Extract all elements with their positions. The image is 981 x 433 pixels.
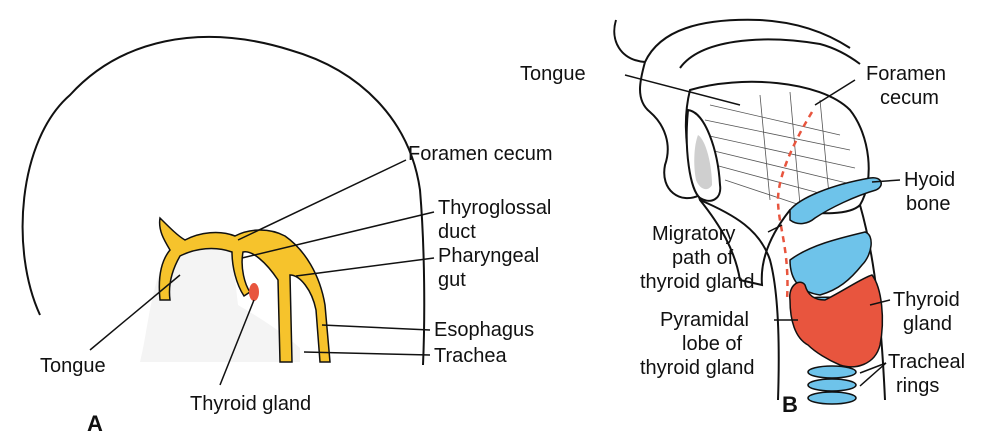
label-migratory-line2: path of	[672, 247, 734, 269]
label-migratory-line1: Migratory	[652, 223, 735, 245]
panel-b: Tongue Foramen cecum Hyoid bone Migrator…	[520, 20, 965, 417]
label-thyroglossal-line2: duct	[438, 221, 476, 243]
label-pharyngeal-line1: Pharyngeal	[438, 245, 539, 267]
leader-tracheal-2	[860, 363, 886, 386]
label-hyoid-line2: bone	[906, 193, 951, 215]
label-pyramidal-line1: Pyramidal	[660, 309, 749, 331]
label-esophagus: Esophagus	[434, 319, 534, 341]
label-foramen-cecum-a: Foramen cecum	[408, 143, 553, 165]
panel-a: Foramen cecum Thyroglossal duct Pharynge…	[23, 37, 553, 433]
label-pyramidal-line2: lobe of	[682, 333, 742, 355]
panel-letter-a: A	[87, 411, 103, 433]
label-hyoid-line1: Hyoid	[904, 169, 955, 191]
leader-foramen-cecum	[238, 160, 406, 240]
label-migratory-line3: thyroid gland	[640, 271, 755, 293]
leader-esophagus	[322, 325, 430, 330]
thyroid-primordium	[249, 283, 259, 301]
label-thyroglossal-line1: Thyroglossal	[438, 197, 551, 219]
palate-inner	[680, 39, 860, 68]
tracheal-rings	[808, 366, 856, 404]
label-thyroid-b-line1: Thyroid	[893, 289, 960, 311]
label-foramen-b-line2: cecum	[880, 87, 939, 109]
label-tracheal-line1: Tracheal	[888, 351, 965, 373]
leader-pharyngeal	[296, 258, 434, 276]
label-thyroid-b-line2: gland	[903, 313, 952, 335]
label-tongue-b: Tongue	[520, 63, 586, 85]
label-thyroid-gland-a: Thyroid gland	[190, 393, 311, 415]
label-foramen-b-line1: Foramen	[866, 63, 946, 85]
label-tracheal-line2: rings	[896, 375, 939, 397]
label-trachea: Trachea	[434, 345, 508, 367]
label-tongue-a: Tongue	[40, 355, 106, 377]
label-pyramidal-line3: thyroid gland	[640, 357, 755, 379]
label-pharyngeal-line2: gut	[438, 269, 466, 291]
panel-letter-b: B	[782, 392, 798, 417]
